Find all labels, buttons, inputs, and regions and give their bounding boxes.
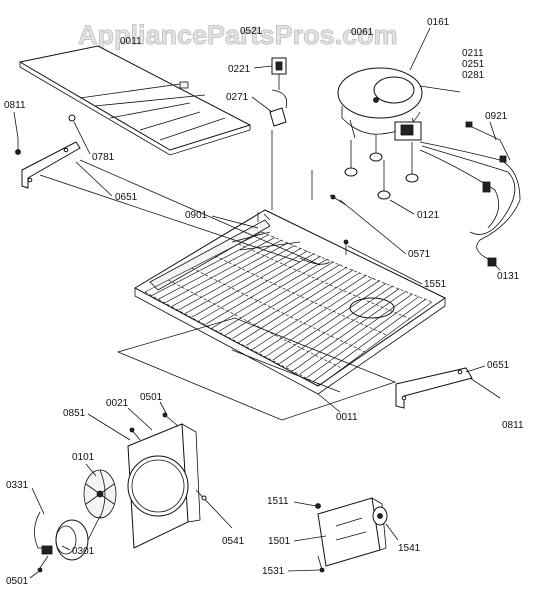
label-0501-bottom: 0501 [6,576,29,587]
coil-tube [191,267,365,353]
coil-fin [279,285,393,364]
coil-fin [205,255,322,325]
base-grille [116,317,397,421]
coil-tube [238,243,410,319]
top-cover-plate [18,45,252,156]
coil-fin [171,242,289,307]
coil-fin [299,293,413,375]
compressor [337,67,461,141]
left-bracket [21,141,81,189]
coil-tube [261,231,433,303]
label-0521: 0521 [240,26,263,37]
label-1531: 1531 [262,566,285,577]
label-0541: 0541 [222,536,245,547]
label-0651-left: 0651 [115,192,138,203]
label-0161: 0161 [427,17,450,28]
label-0121: 0121 [417,210,440,221]
label-0901: 0901 [185,210,208,221]
coil-fin [286,288,400,368]
screws-0501 [129,412,179,441]
label-0331: 0331 [6,480,29,491]
watermark-text: AppliancePartsPros.com [78,20,398,50]
label-1551: 1551 [424,279,447,290]
coil-fin [239,269,354,343]
label-0811-bottom: 0811 [502,420,524,431]
mount-screws [311,170,349,255]
coil-fin [232,266,348,339]
part-labels: 0011 0221 0521 0061 0161 0211 0251 0281 … [4,17,524,587]
label-0221: 0221 [228,64,251,75]
label-0781: 0781 [92,152,115,163]
coil-fin [198,253,315,321]
coil-fin [185,247,302,314]
coil-fin [265,280,380,357]
label-0131: 0131 [497,271,520,282]
condenser-coil [144,231,433,386]
coil-fin [245,272,361,346]
screw-top-left [15,138,21,155]
coil-fin [144,231,263,293]
label-0021: 0021 [106,398,129,409]
drain-box [315,497,399,573]
coil-fin [225,264,341,336]
coil-fin [191,250,308,318]
fan-blade [83,469,117,519]
label-1511: 1511 [267,496,289,507]
grommets [344,135,419,200]
right-bracket [395,367,501,409]
label-0271: 0271 [226,92,249,103]
label-0281: 0281 [462,70,485,81]
coil-tube [168,279,343,369]
coil-fin [313,299,426,382]
clip-0221 [271,57,287,90]
coil-fin [292,290,407,371]
coil-fin [165,239,282,304]
label-0301: 0301 [72,546,95,557]
label-0571: 0571 [408,249,431,260]
condenser-base [133,209,446,395]
coil-fin [178,245,295,311]
label-0101: 0101 [72,452,95,463]
coil-fin [252,274,367,350]
fan-shroud [127,423,233,549]
label-0651-right: 0651 [487,360,510,371]
label-0211: 0211 [462,48,484,59]
label-0011-bottom: 0011 [336,412,358,423]
wire-harness [419,121,521,267]
fan-motor [34,511,101,573]
coil-fin [158,237,276,300]
label-0011-top: 0011 [120,36,142,47]
label-0501-top: 0501 [140,392,163,403]
coil-fin [306,296,420,379]
coil-fin [259,277,374,354]
label-1541: 1541 [398,543,421,554]
coil-fin [212,258,328,329]
label-1501: 1501 [268,536,291,547]
coil-fin [319,301,433,386]
explode-lines [39,130,341,393]
label-0811-top: 0811 [4,100,26,111]
coil-fin [272,282,387,361]
bracket-0271 [269,89,288,127]
coil-tube [215,255,388,336]
coil-fin [218,261,335,332]
label-0251: 0251 [462,59,485,70]
label-0851: 0851 [63,408,86,419]
label-0921: 0921 [485,111,508,122]
label-0061: 0061 [351,27,374,38]
